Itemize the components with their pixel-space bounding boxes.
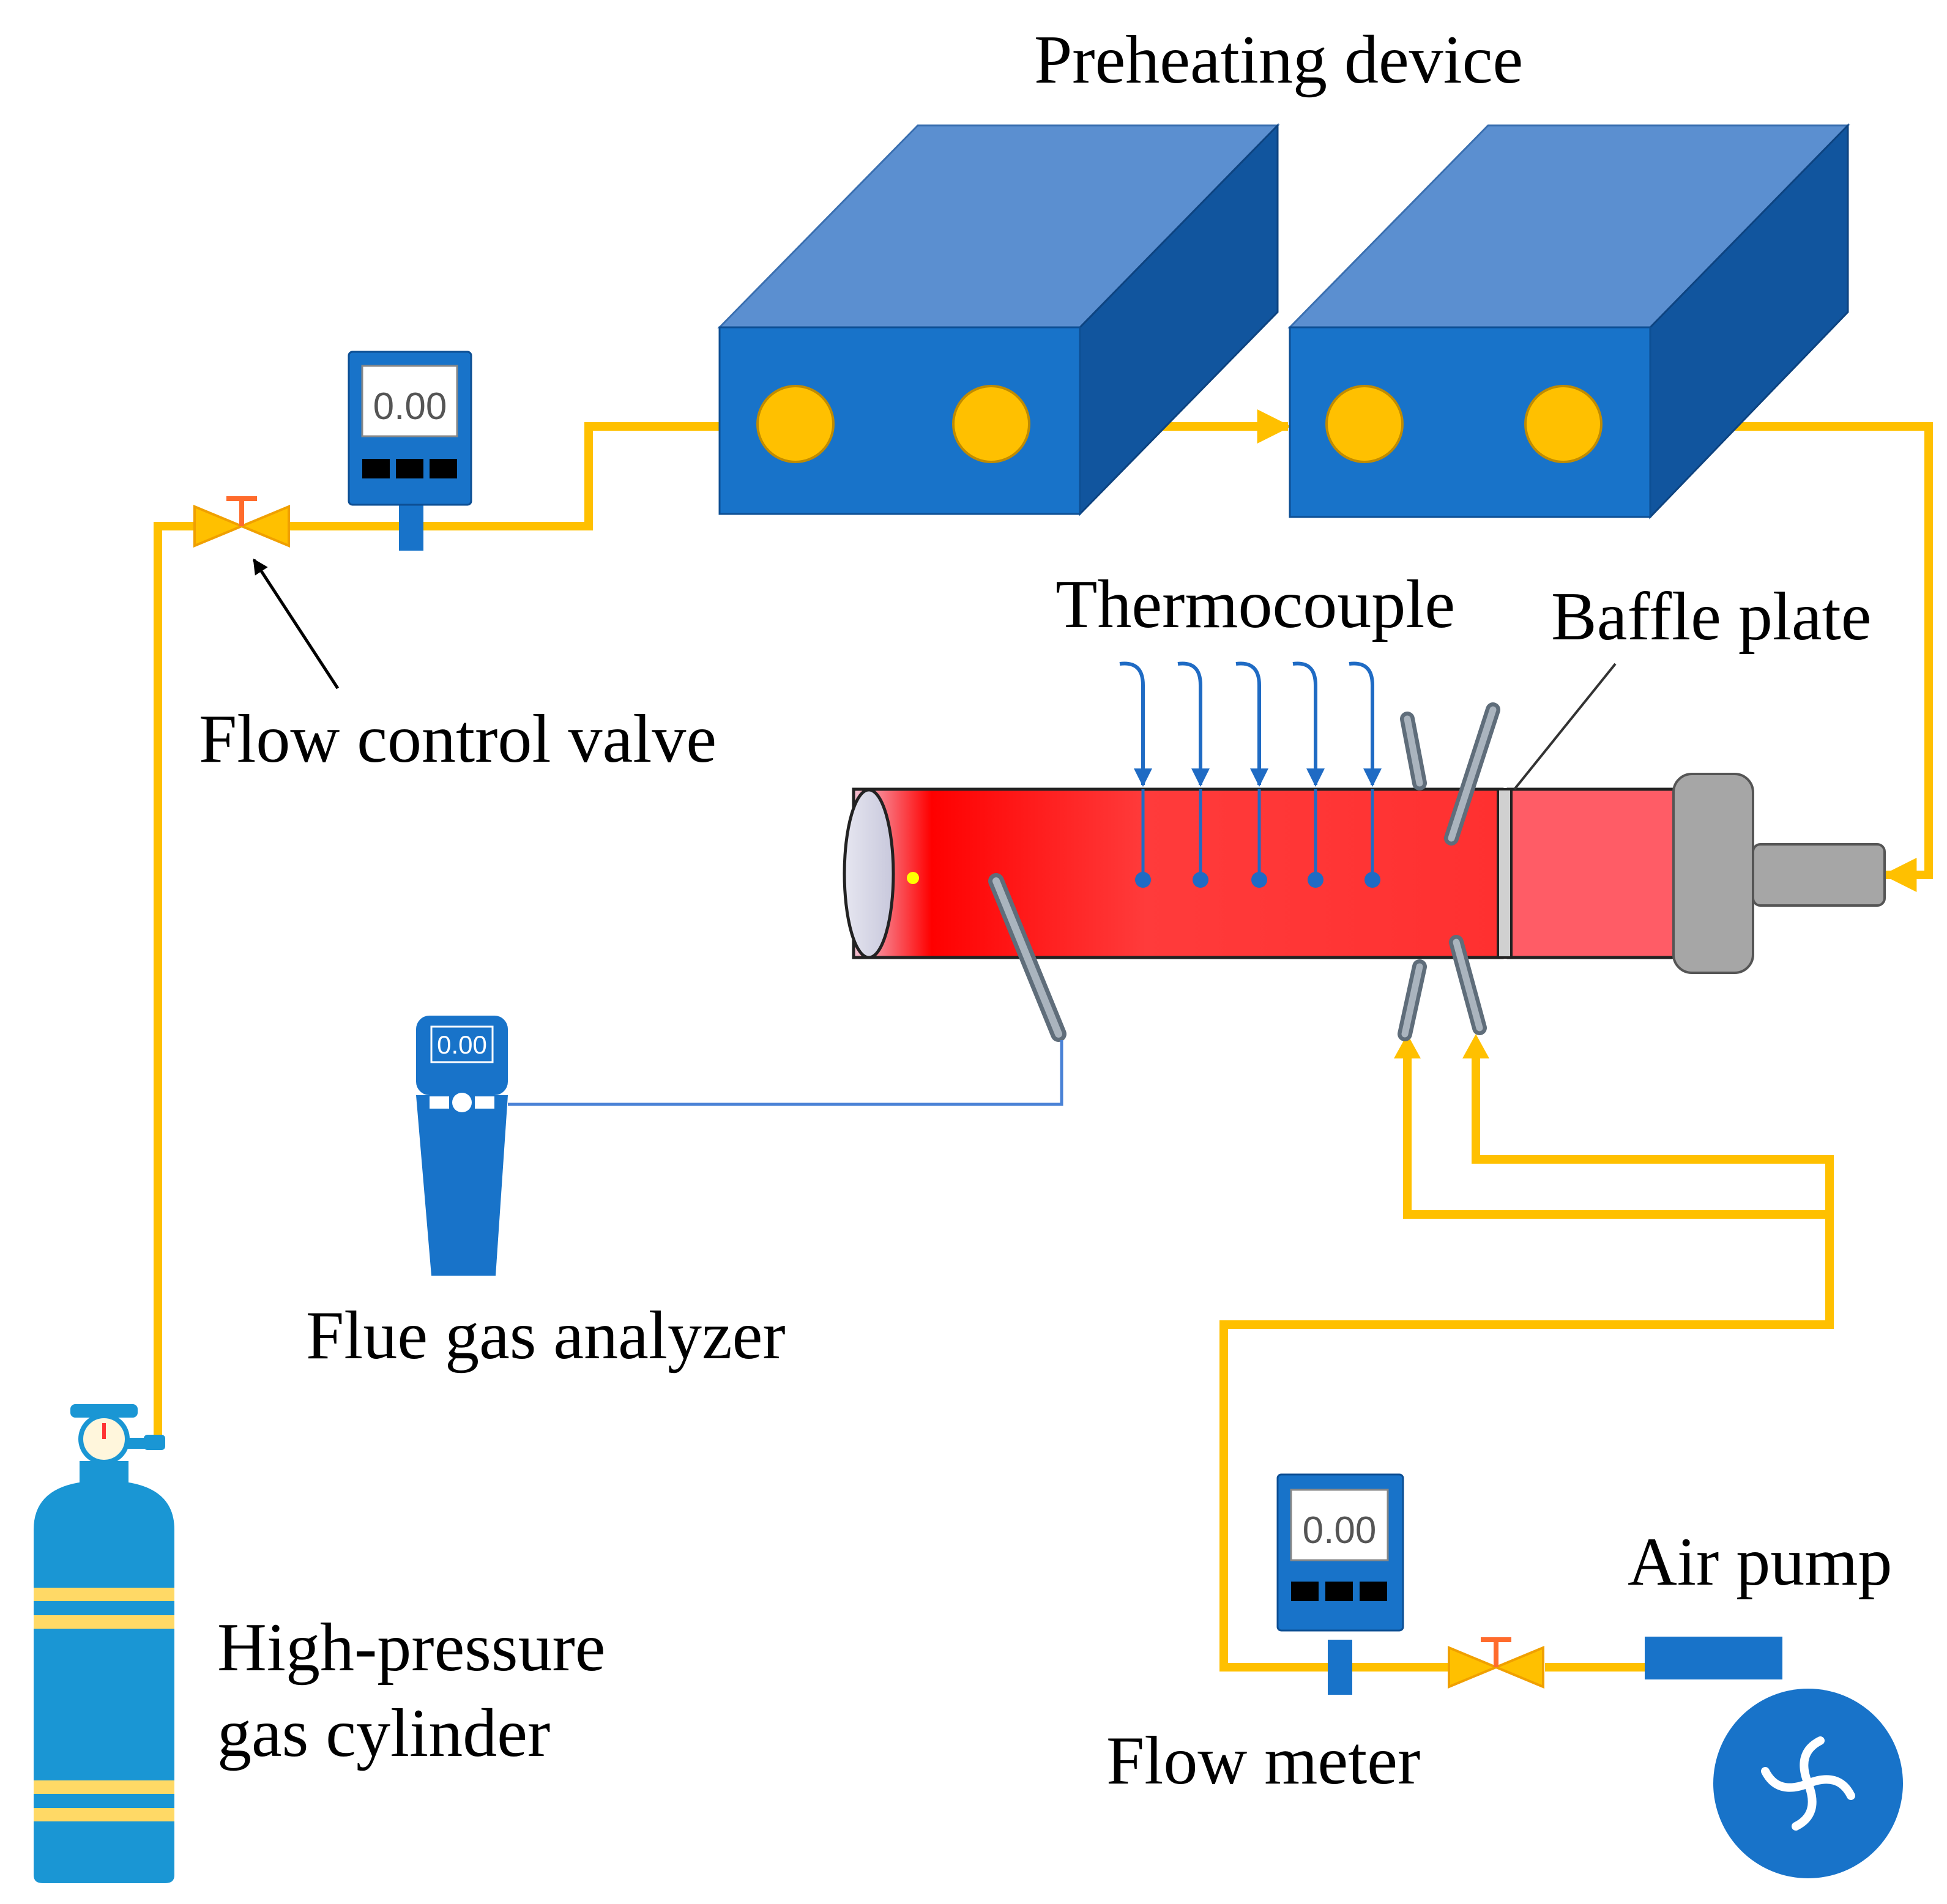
- preheater-outlet-port: [1524, 385, 1603, 463]
- tube-body: [852, 787, 1504, 959]
- thermocouple-probe: [1177, 661, 1210, 787]
- valve-icon: [1448, 1637, 1544, 1689]
- preheater-inlet-port: [1325, 385, 1404, 463]
- label-flue-gas-analyzer: Flue gas analyzer: [306, 1298, 786, 1374]
- thermocouple-probe: [1292, 661, 1325, 787]
- label-flow-control-valve: Flow control valve: [199, 701, 717, 777]
- thermocouple-probe: [1349, 661, 1382, 787]
- pipe-manifold-branch: [1403, 1052, 1830, 1219]
- flow-meter-icon: 0.00: [1276, 1473, 1404, 1695]
- thermocouple-probe: [1119, 661, 1152, 787]
- label-preheating-device: Preheating device: [1034, 22, 1523, 98]
- label-cylinder-line2: gas cylinder: [217, 1695, 550, 1771]
- pipe-pump-to-manifold: [1219, 1052, 1834, 1672]
- gas-cylinder-icon: [34, 1404, 174, 1883]
- fan-icon: [1761, 1736, 1855, 1831]
- arrow-icon: [1462, 1034, 1489, 1058]
- gas-flow-meter-display: 0.00: [373, 385, 447, 428]
- preheater-inlet-port: [756, 385, 835, 463]
- valve-callout-arrow: [252, 558, 340, 690]
- air-flow-meter-display: 0.00: [1303, 1509, 1377, 1552]
- analyzer-signal-line: [508, 1040, 1063, 1106]
- label-cylinder-line1: High-pressure: [217, 1610, 605, 1686]
- label-air-pump: Air pump: [1628, 1524, 1892, 1600]
- label-baffle-plate: Baffle plate: [1551, 579, 1871, 655]
- arrow-icon: [1394, 1034, 1421, 1058]
- burner-cap: [1672, 773, 1754, 974]
- pipe-preheater-to-reactor: [1597, 422, 1933, 892]
- thermocouple-probe: [1235, 661, 1268, 787]
- ignition-point: [907, 872, 919, 884]
- thermocouples: [1119, 661, 1382, 888]
- label-flow-meter: Flow meter: [1106, 1723, 1420, 1799]
- preheater-outlet-port: [952, 385, 1030, 463]
- label-thermocouple: Thermocouple: [1055, 567, 1455, 642]
- burner-nozzle: [1752, 843, 1886, 907]
- gas-analyzer-icon: 0.00: [416, 1016, 508, 1276]
- analyzer-display: 0.00: [437, 1030, 487, 1059]
- pipe-valve-to-preheater: [281, 409, 759, 530]
- preheater-2: [1287, 123, 1850, 519]
- baffle-plate-shape: [1497, 788, 1513, 959]
- combustion-tube: [843, 773, 1886, 974]
- injection-nozzles: [1398, 702, 1500, 1041]
- tube-open-end: [843, 788, 895, 959]
- baffle-callout-line: [1513, 663, 1617, 790]
- pipe-cylinder-to-valve: [154, 522, 202, 1441]
- valve-icon: [193, 496, 290, 548]
- air-pump-icon: [1645, 1637, 1903, 1878]
- flow-meter-icon: 0.00: [348, 351, 472, 551]
- tube-downstream-section: [1506, 787, 1681, 959]
- preheater-1: [717, 123, 1280, 516]
